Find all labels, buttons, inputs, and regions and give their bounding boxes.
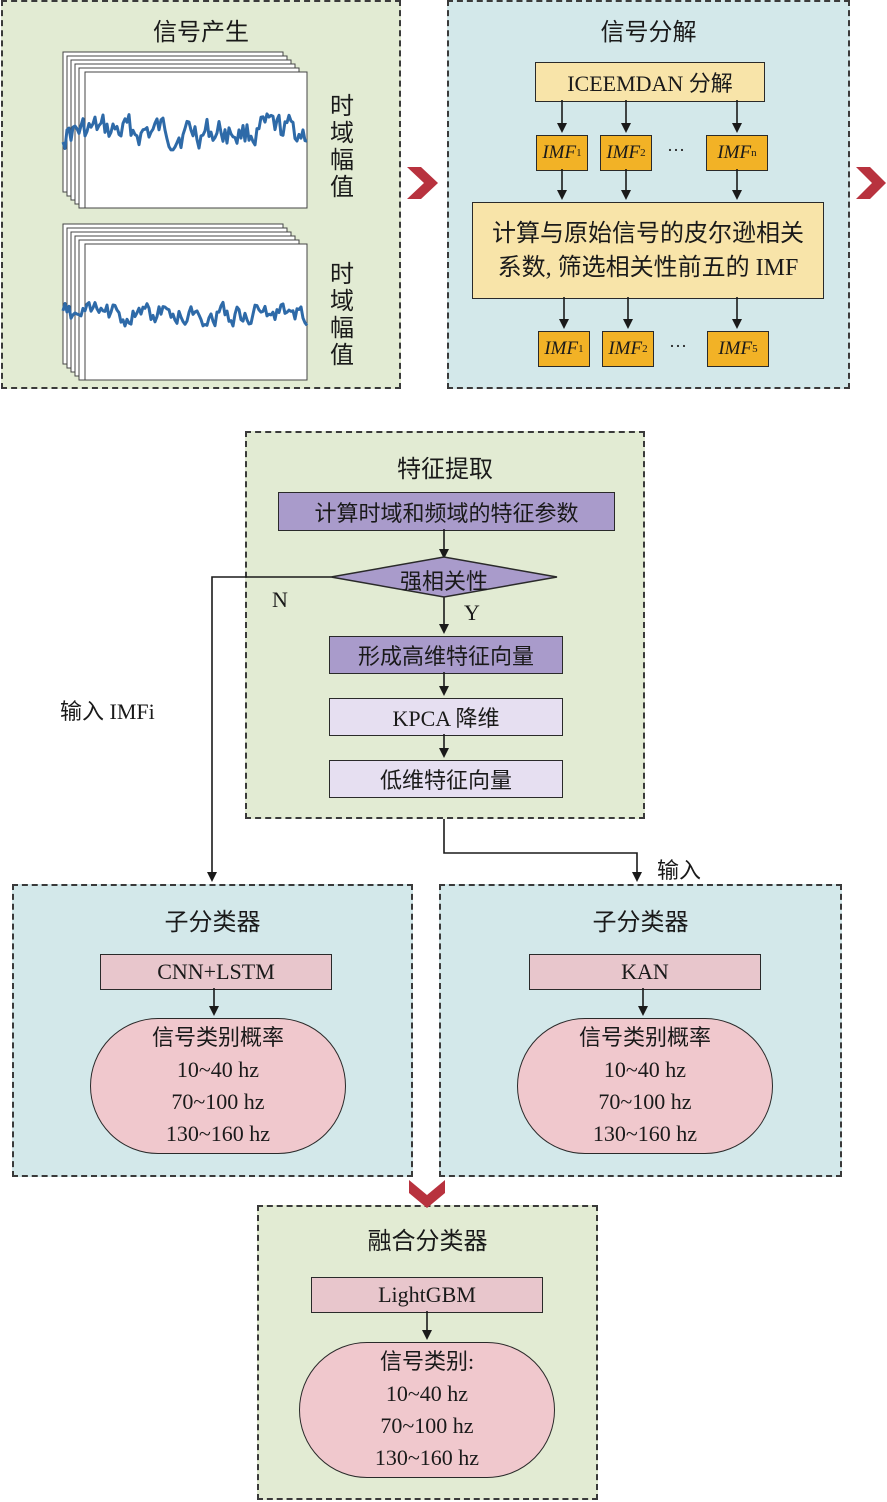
feature-extraction-title: 特征提取 — [397, 457, 493, 483]
class-probability-right: 信号类别概率 10~40 hz 70~100 hz 130~160 hz — [517, 1018, 773, 1154]
signal-generation-panel: 信号产生 时域幅值 时域幅值 — [1, 0, 401, 389]
chevron-right-icon — [856, 167, 886, 199]
no-label: N — [272, 587, 288, 612]
kan-box: KAN — [529, 954, 761, 990]
class-probability-left: 信号类别概率 10~40 hz 70~100 hz 130~160 hz — [90, 1018, 346, 1154]
fusion-classifier-panel: 融合分类器 LightGBM 信号类别: 10~40 hz 70~100 hz … — [257, 1205, 598, 1500]
cnn-lstm-box: CNN+LSTM — [100, 954, 332, 990]
yes-label: Y — [464, 600, 480, 625]
iceemdan-box: ICEEMDAN 分解 — [535, 62, 765, 102]
imf-ellipsis-top: ··· — [667, 140, 685, 160]
sub-classifier-left-panel: 子分类器 CNN+LSTM 信号类别概率 10~40 hz 70~100 hz … — [12, 884, 413, 1177]
pearson-filter-box: 计算与原始信号的皮尔逊相关 系数, 筛选相关性前五的 IMF — [472, 202, 824, 299]
sub-classifier-right-title: 子分类器 — [592, 910, 689, 936]
input-imfi-label: 输入 IMFi — [60, 699, 155, 724]
signal-decomposition-title: 信号分解 — [600, 20, 697, 46]
calc-features-box: 计算时域和频域的特征参数 — [278, 492, 615, 531]
chevron-right-icon — [407, 167, 438, 199]
high-dim-vector-box: 形成高维特征向量 — [329, 636, 563, 674]
imf-ellipsis-bottom: ··· — [669, 336, 687, 356]
time-domain-amplitude-label-1: 时域幅值 — [330, 94, 354, 201]
fusion-classifier-title: 融合分类器 — [367, 1229, 488, 1255]
time-domain-plot-stack-2 — [61, 223, 309, 381]
chevron-down-icon — [409, 1180, 445, 1208]
lightgbm-box: LightGBM — [311, 1277, 543, 1313]
signal-class-result: 信号类别: 10~40 hz 70~100 hz 130~160 hz — [299, 1342, 555, 1478]
signal-generation-title: 信号产生 — [153, 20, 249, 46]
input-label: 输入 — [657, 858, 702, 883]
sub-classifier-left-title: 子分类器 — [164, 910, 261, 936]
time-domain-amplitude-label-2: 时域幅值 — [330, 262, 354, 369]
decision-label: 强相关性 — [400, 569, 489, 594]
low-dim-vector-box: 低维特征向量 — [329, 760, 563, 798]
time-domain-plot-stack-1 — [61, 51, 308, 209]
sub-classifier-right-panel: 子分类器 KAN 信号类别概率 10~40 hz 70~100 hz 130~1… — [439, 884, 842, 1177]
correlation-decision — [330, 556, 558, 598]
kpca-box: KPCA 降维 — [329, 698, 563, 736]
